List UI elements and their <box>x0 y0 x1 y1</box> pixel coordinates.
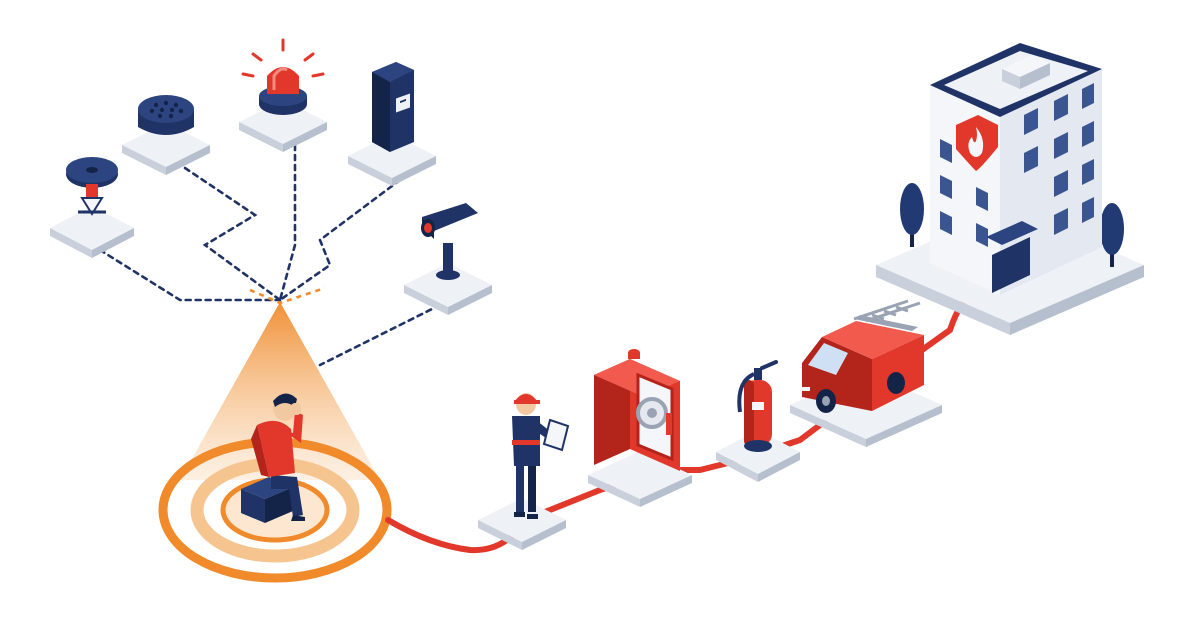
building-shield-icon <box>930 43 1102 295</box>
connector-camera <box>318 303 442 367</box>
fire-truck-icon <box>802 299 924 413</box>
alert-cone <box>180 302 380 480</box>
chain-protected-building <box>876 43 1144 335</box>
technician-icon <box>512 393 570 519</box>
device-control-panel <box>348 62 436 186</box>
chain-fire-extinguisher <box>716 360 800 482</box>
connector-sprinkler <box>98 248 282 302</box>
smoke-detector-icon <box>138 95 194 135</box>
distressed-person-icon <box>241 393 305 523</box>
device-alarm-beacon <box>239 38 327 152</box>
person-in-distress <box>241 393 305 523</box>
chain-fire-truck <box>790 299 942 447</box>
sensor-connectors <box>98 143 442 367</box>
connector-smoke <box>183 166 282 302</box>
alarm-beacon-icon <box>241 38 325 115</box>
fire-hose-cabinet-icon <box>594 349 680 471</box>
connector-panel <box>278 178 402 302</box>
device-security-camera <box>404 203 492 315</box>
fire-extinguisher-icon <box>737 360 778 452</box>
tree-icon <box>900 183 924 247</box>
chain-technician <box>478 393 570 550</box>
connector-beacon <box>278 143 297 302</box>
device-sprinkler <box>50 157 134 258</box>
sprinkler-icon <box>66 157 118 216</box>
device-smoke-detector <box>122 95 210 175</box>
chain-hose-cabinet <box>588 349 692 507</box>
control-panel-icon <box>372 62 414 152</box>
tree-icon <box>1100 203 1124 267</box>
camera-icon <box>421 203 478 280</box>
